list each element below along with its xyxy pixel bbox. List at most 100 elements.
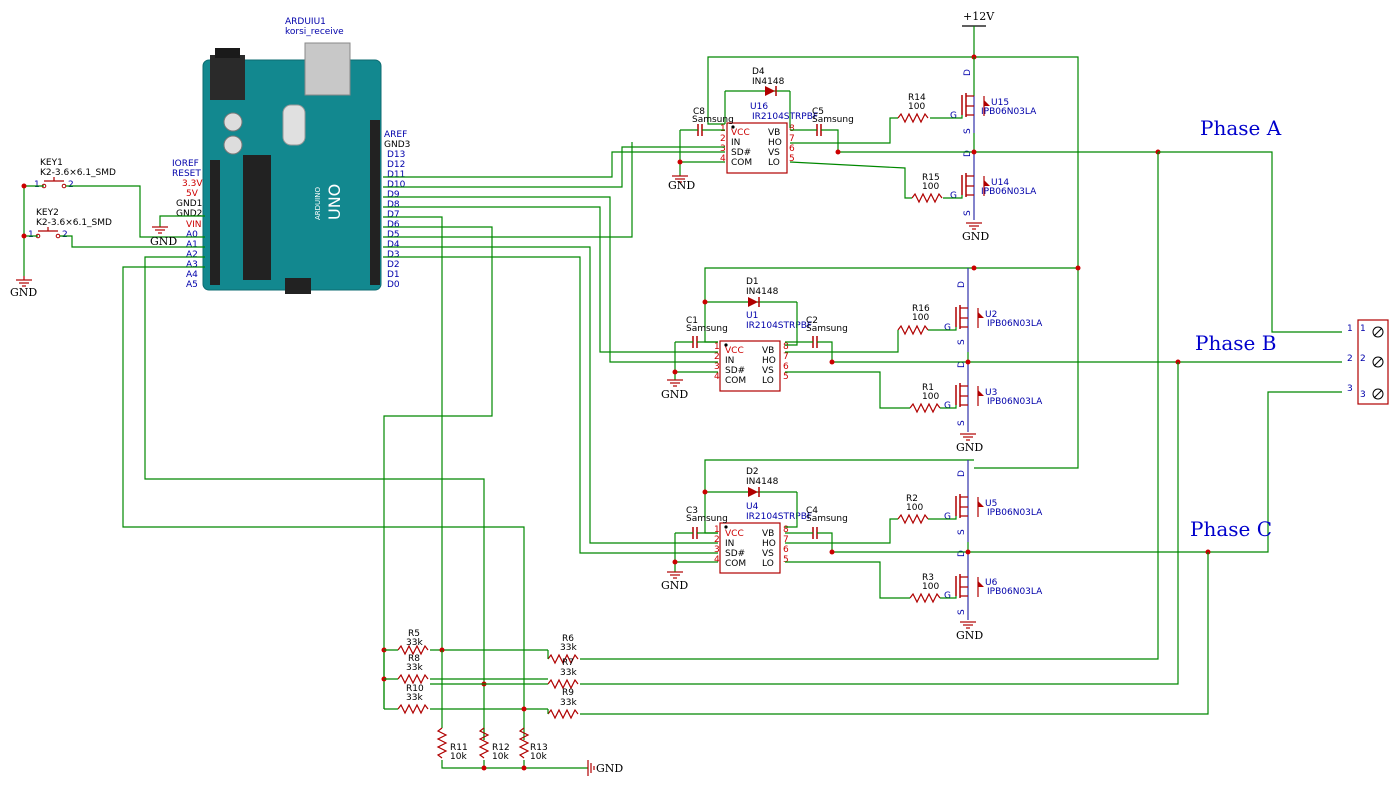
c-n6: 6 (783, 545, 789, 555)
b-in: IN (725, 356, 734, 366)
conn-pin2: 2 (1347, 354, 1353, 364)
c-vs: VS (762, 549, 774, 559)
arduino-value: korsi_receive (285, 27, 344, 37)
c-in: IN (725, 539, 734, 549)
a-com: COM (731, 158, 752, 168)
mosfet-a-high: D S G U15 IPB06N03LA R14 100 (790, 57, 1037, 144)
r9-ref: R9 (562, 688, 574, 698)
b-com: COM (725, 376, 746, 386)
driver-c-value: IR2104STRPBF (746, 512, 812, 522)
key-wiring (21, 183, 205, 276)
cap-b2-ref: C2 (806, 316, 818, 326)
a-n7: 7 (789, 134, 795, 144)
a-ho: HO (768, 138, 782, 148)
a-n1: 1 (720, 124, 726, 134)
rc-high-ref: R2 (906, 494, 918, 504)
a-n5: 5 (789, 154, 795, 164)
qc-low-d: D (957, 550, 967, 557)
key1-switch: KEY1 K2-3.6×6.1_SMD 1 2 (34, 158, 116, 190)
c-n1: 1 (714, 525, 720, 535)
mosfet-a-low: D S G U14 IPB06N03LA R15 100 GND (789, 133, 1161, 243)
r8-ref: R8 (408, 654, 420, 664)
a-n4: 4 (720, 154, 726, 164)
diode-b-ref: D1 (746, 277, 759, 287)
c-vcc: VCC (725, 529, 744, 539)
r5-value: 33k (406, 638, 423, 648)
qa-low-g: G (950, 191, 957, 201)
diode-c-value: IN4148 (746, 477, 779, 487)
qa-low-d: D (963, 150, 973, 157)
key1-pin1: 1 (34, 180, 40, 190)
r7-value: 33k (560, 668, 577, 678)
gnd-b-driver: GND (661, 388, 688, 401)
r12-value: 10k (492, 752, 509, 762)
qb-low-g: G (944, 401, 951, 411)
qa-high-ref: U15 (991, 98, 1009, 108)
vcc-12v-label: +12V (963, 10, 995, 23)
conn-pin1: 1 (1347, 324, 1353, 334)
qb-low-s: S (957, 420, 967, 426)
arduino-ref: ARDUIU1 (285, 17, 326, 27)
c-vb: VB (762, 529, 774, 539)
gnd-arduino: GND (150, 226, 177, 248)
key1-value: K2-3.6×6.1_SMD (40, 168, 116, 178)
rc-low-value: 100 (922, 582, 939, 592)
qb-high-ref: U2 (985, 310, 997, 320)
driver-a-ref: U16 (750, 102, 768, 112)
b-n2: 2 (714, 352, 720, 362)
pin-3v3: 3.3V (182, 179, 203, 189)
qb-high-g: G (944, 323, 951, 333)
qb-high-s: S (957, 339, 967, 345)
c-n4: 4 (714, 555, 720, 565)
driver-u16 (726, 122, 788, 174)
pin-gnd2: GND2 (176, 209, 202, 219)
r13-ref: R13 (530, 743, 548, 753)
key1-ref: KEY1 (40, 158, 63, 168)
arduino-right-pins: AREF GND3 D13 D12 D11 D10 D9 D8 D7 D6 D5… (384, 130, 410, 290)
r9-value: 33k (560, 698, 577, 708)
qa-low-value: IPB06N03LA (981, 187, 1037, 197)
c-n3: 3 (714, 545, 720, 555)
ra-high-ref: R14 (908, 93, 926, 103)
cap-c2-ref: C4 (806, 506, 818, 516)
ra-low-value: 100 (922, 182, 939, 192)
r8-value: 33k (406, 663, 423, 673)
phase-a-net (1158, 151, 1342, 333)
pin-aref: AREF (384, 130, 407, 140)
pin-d12: D12 (387, 160, 405, 170)
key2-value: K2-3.6×6.1_SMD (36, 218, 112, 228)
r12-ref: R12 (492, 743, 510, 753)
arduino-board: UNO ARDUINO (202, 42, 382, 294)
b-vcc: VCC (725, 346, 744, 356)
qc-high-value: IPB06N03LA (987, 508, 1043, 518)
gnd-a-driver: GND (668, 179, 695, 192)
ra-low-ref: R15 (922, 173, 940, 183)
driver-b-value: IR2104STRPBF (746, 321, 812, 331)
b-n1: 1 (714, 342, 720, 352)
conn-pin1-in: 1 (1360, 324, 1366, 334)
b-ho: HO (762, 356, 776, 366)
r13-value: 10k (530, 752, 547, 762)
b-vb: VB (762, 346, 774, 356)
diode-a-ref: D4 (752, 67, 765, 77)
gnd-key: GND (10, 276, 37, 299)
qc-low-value: IPB06N03LA (987, 587, 1043, 597)
driver-block-a: U16 IR2104STRPBF VCC IN SD# COM VB HO VS… (668, 67, 854, 192)
pin-gnd3: GND3 (384, 140, 410, 150)
rc-low-ref: R3 (922, 573, 934, 583)
key1-pin2: 2 (68, 180, 74, 190)
cap-c1-ref: C3 (686, 506, 698, 516)
cap-a2-value: Samsung (812, 115, 854, 125)
a-in: IN (731, 138, 740, 148)
pin-d8: D8 (387, 200, 400, 210)
a-lo: LO (768, 158, 780, 168)
qa-low-ref: U14 (991, 178, 1009, 188)
pin-d9: D9 (387, 190, 400, 200)
phase-a-label: Phase A (1200, 116, 1282, 140)
board-uno-text: UNO (325, 184, 344, 220)
pin-ioref: IOREF (172, 159, 199, 169)
c-sd: SD# (725, 549, 745, 559)
conn-pin3: 3 (1347, 384, 1353, 394)
rb-low-ref: R1 (922, 383, 934, 393)
qa-high-g: G (950, 111, 957, 121)
